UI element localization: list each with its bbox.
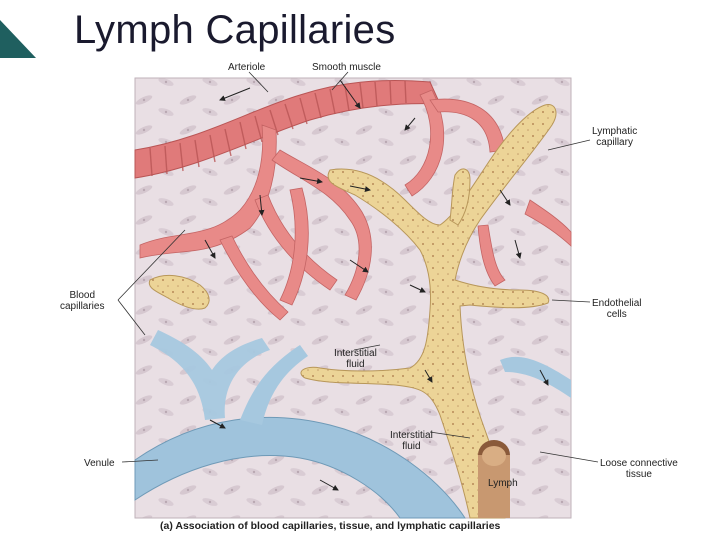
label-lymphatic-capillary: Lymphatic capillary [592, 126, 637, 148]
label-lymphatic-capillary-line2: capillary [596, 137, 633, 148]
flow-arrows [204, 79, 549, 491]
slide-title: Lymph Capillaries [74, 8, 396, 52]
label-blood-capillaries-line2: capillaries [60, 301, 105, 312]
label-interstitial-fluid-1-line1: Interstitial [334, 348, 377, 359]
label-interstitial-fluid-2: Interstitial fluid [390, 430, 433, 452]
label-leader-lines [117, 71, 599, 463]
lymphatic-capillary-vessel [148, 103, 557, 519]
label-venule: Venule [84, 458, 115, 469]
label-interstitial-fluid-2-line2: fluid [402, 441, 421, 452]
label-loose-connective-tissue: Loose connective tissue [600, 458, 678, 480]
label-loose-connective-tissue-line1: Loose connective [600, 458, 678, 469]
label-arteriole: Arteriole [228, 62, 266, 73]
label-blood-capillaries: Blood capillaries [60, 290, 104, 312]
label-interstitial-fluid-1: Interstitial fluid [334, 348, 377, 370]
figure-caption: (a) Association of blood capillaries, ti… [160, 520, 501, 532]
label-lymphatic-capillary-line1: Lymphatic [592, 126, 638, 137]
label-interstitial-fluid-2-line1: Interstitial [390, 430, 433, 441]
label-smooth-muscle: Smooth muscle [312, 62, 381, 73]
corner-accent-shape [0, 20, 36, 58]
label-blood-capillaries-line1: Blood [69, 290, 96, 301]
arteriole-vessel [134, 80, 572, 321]
label-lymph: Lymph [488, 478, 518, 489]
label-loose-connective-tissue-line2: tissue [625, 469, 652, 480]
label-interstitial-fluid-1-line2: fluid [346, 359, 365, 370]
label-endothelial-cells: Endothelial cells [592, 298, 641, 320]
label-endothelial-cells-line2: cells [606, 309, 627, 320]
lymph-vessel-lumen [478, 440, 510, 518]
venule-vessel [134, 330, 571, 519]
label-endothelial-cells-line1: Endothelial [592, 298, 642, 309]
